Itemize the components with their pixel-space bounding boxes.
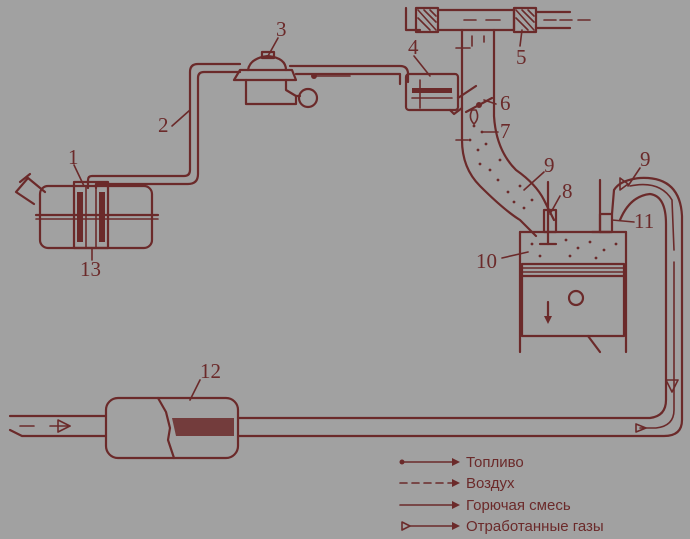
label-9-exhaust: 9 — [640, 147, 651, 171]
chamber-dots — [530, 238, 618, 260]
legend-mixture-text: Горючая смесь — [466, 497, 571, 514]
part-numbers: 1 2 3 4 5 6 7 8 9 9 10 11 12 13 — [68, 17, 654, 383]
label-10: 10 — [476, 249, 497, 273]
fuel-line — [86, 62, 242, 190]
legend-exhaust: Отработанные газы — [401, 518, 604, 535]
muffler — [8, 396, 240, 460]
label-1: 1 — [68, 145, 79, 169]
exhaust-pipe — [236, 176, 684, 438]
label-6: 6 — [500, 91, 511, 115]
fuel-pump — [232, 50, 319, 109]
air-intake — [404, 6, 591, 34]
label-9-intake: 9 — [544, 153, 555, 177]
legend: Топливо Воздух Горючая смесь Отработанны… — [399, 454, 604, 535]
label-3: 3 — [276, 17, 287, 41]
leader-lines — [73, 29, 641, 401]
fuel-line-to-carburetor — [288, 64, 410, 86]
legend-air: Воздух — [399, 475, 515, 492]
label-2: 2 — [158, 113, 169, 137]
label-13: 13 — [80, 257, 101, 281]
label-4: 4 — [408, 35, 419, 59]
legend-exhaust-text: Отработанные газы — [466, 518, 604, 535]
intake-manifold — [455, 28, 556, 238]
carburetor-float-chamber — [404, 72, 478, 116]
label-5: 5 — [516, 45, 527, 69]
label-11: 11 — [634, 209, 654, 233]
label-12: 12 — [200, 359, 221, 383]
legend-air-text: Воздух — [466, 475, 515, 492]
muffler-filling — [172, 418, 234, 436]
legend-fuel-text: Топливо — [466, 454, 524, 471]
label-7: 7 — [500, 119, 511, 143]
label-8: 8 — [562, 179, 573, 203]
legend-fuel: Топливо — [399, 454, 524, 471]
legend-mixture: Горючая смесь — [399, 497, 571, 514]
engine-cylinder — [518, 178, 628, 354]
